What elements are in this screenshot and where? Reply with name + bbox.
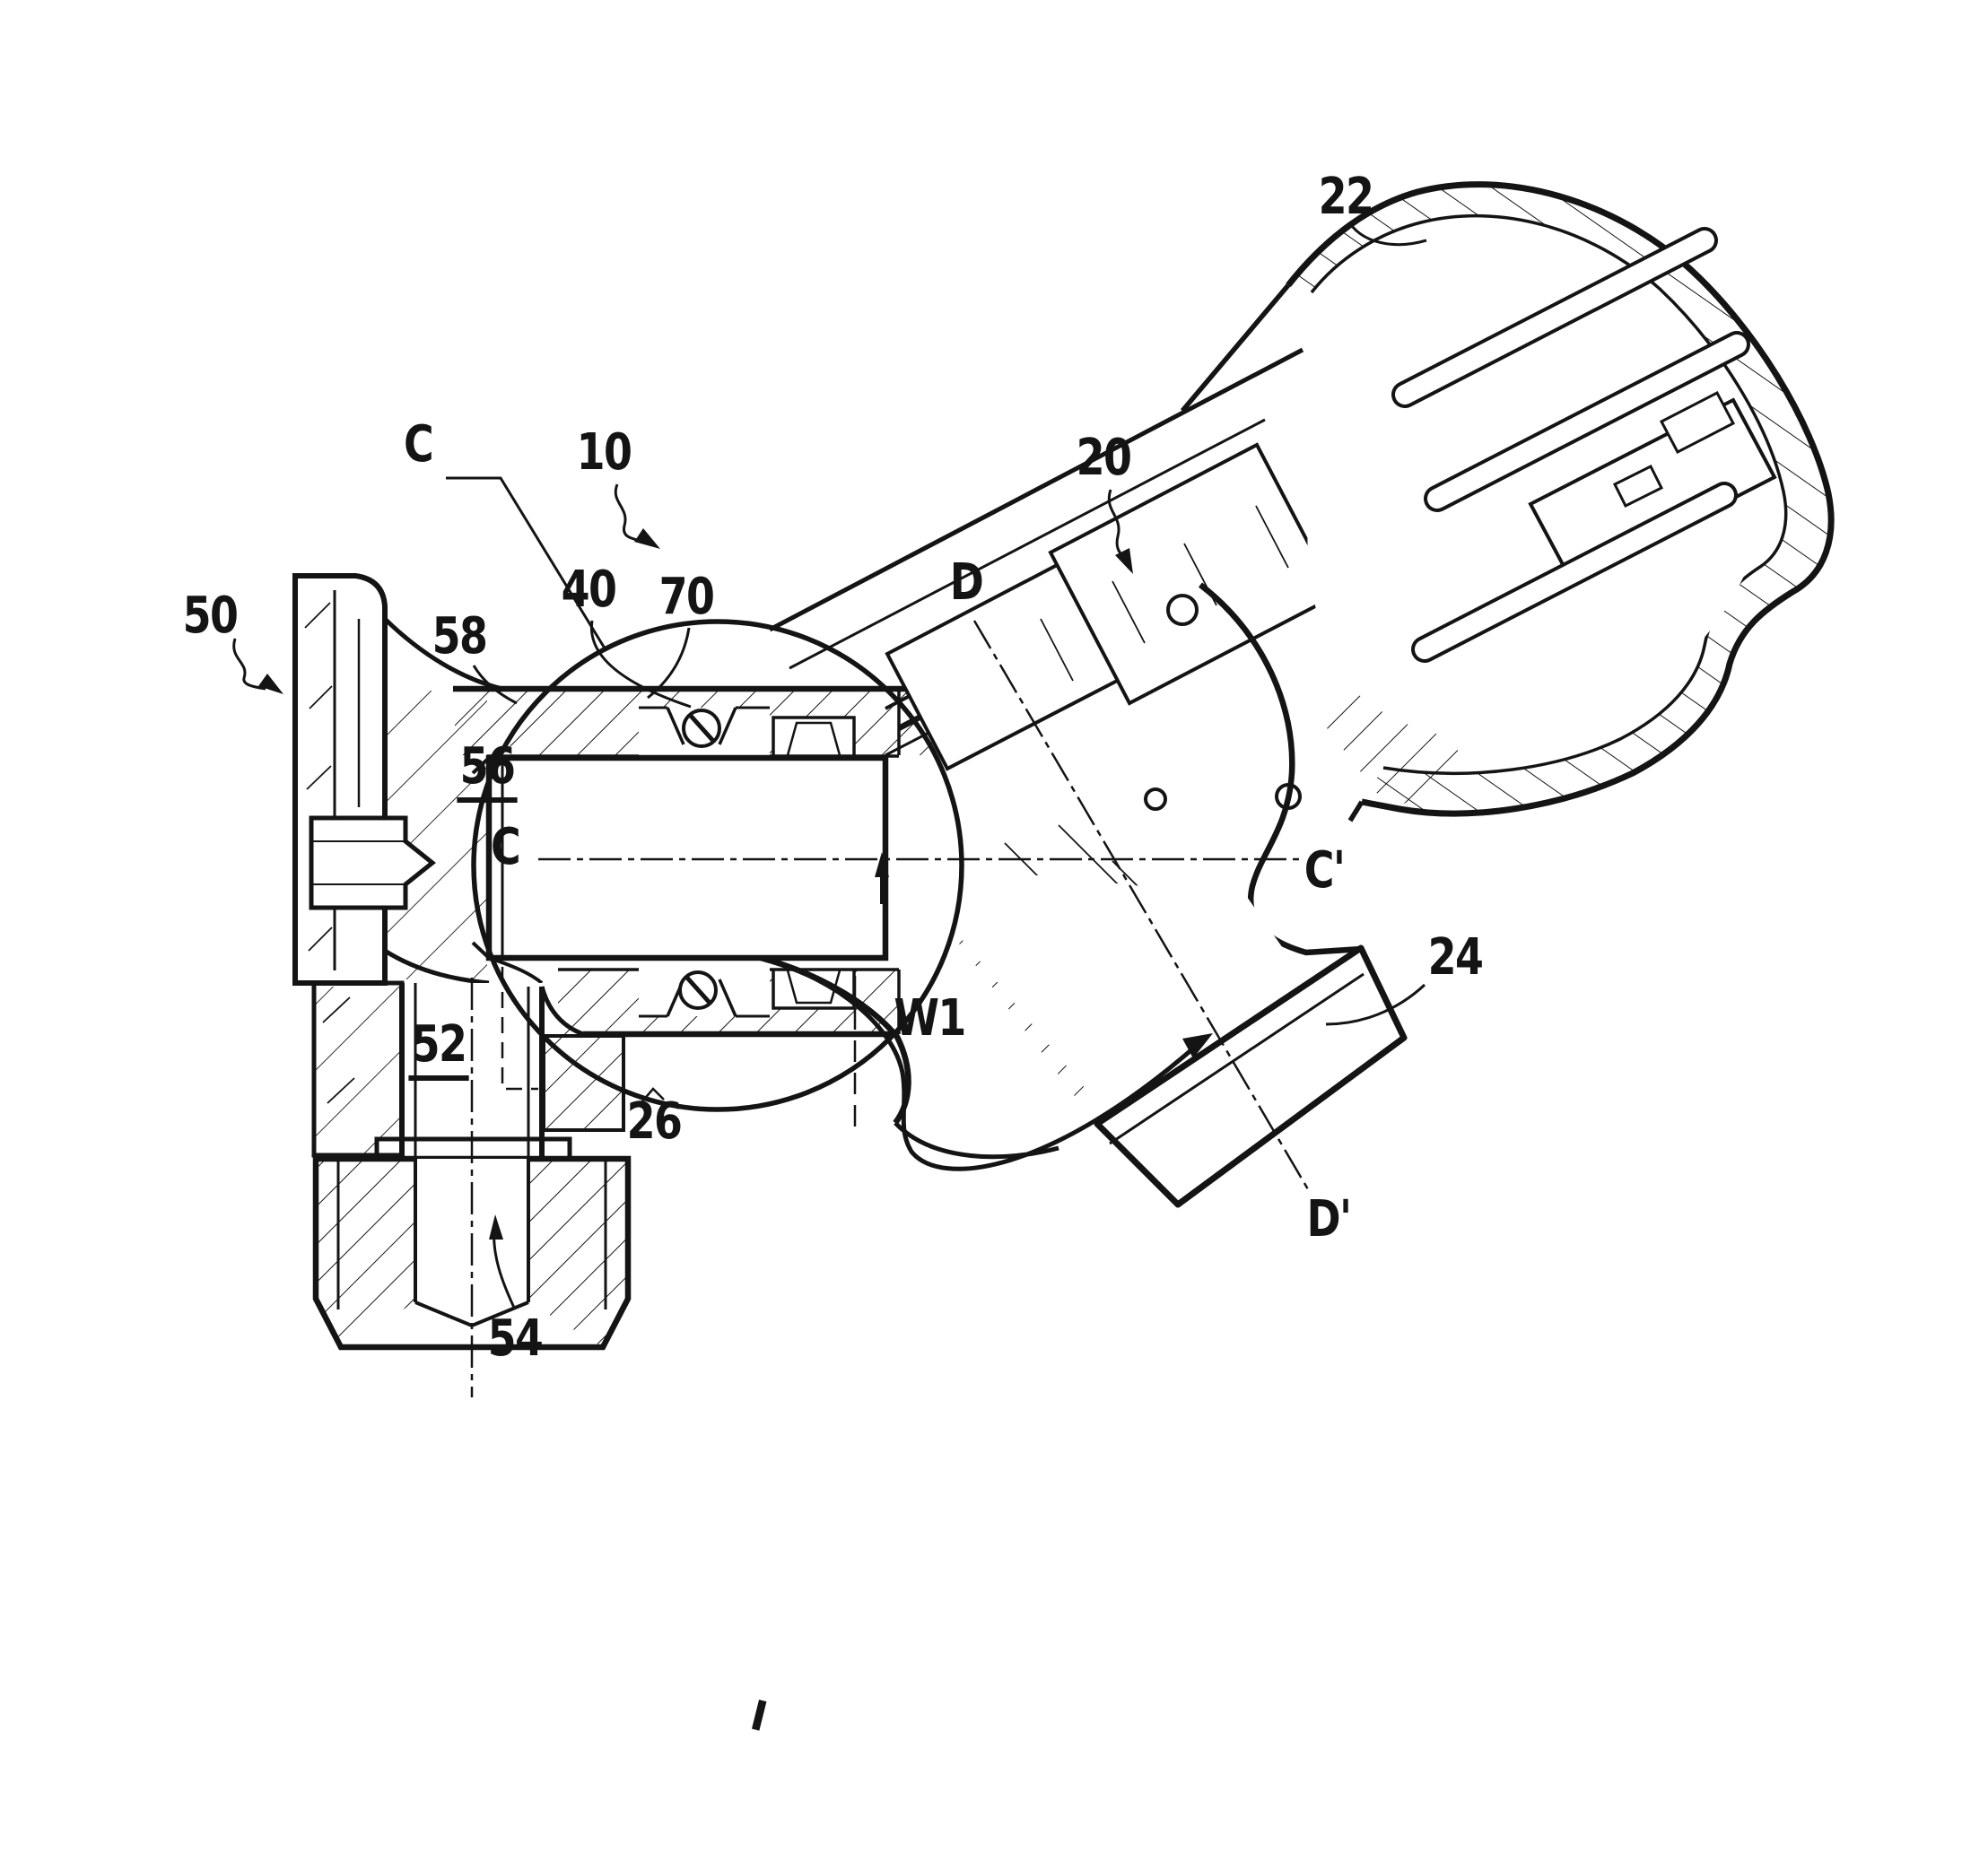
label-50: 50 [182,587,239,645]
rotation-arc-w1 [764,852,1213,1171]
male-connector-56 [471,754,889,985]
label-40: 40 [561,561,617,619]
label-58: 58 [432,607,488,666]
label-26: 26 [626,1092,683,1151]
label-20: 20 [1076,429,1132,487]
section-axis-dd [470,620,1310,1397]
o-ring-40 [678,709,721,1010]
drop-pipe-52 [399,967,625,1159]
label-w1: W1 [894,989,966,1048]
label-52: 52 [408,1020,469,1081]
leader-lines [232,222,1427,1310]
label-d-prime: D' [1306,1190,1353,1248]
label-56: 56 [457,742,518,803]
label-c-inner: C [490,818,521,876]
detail-circle-c [471,619,964,1112]
label-70: 70 [658,568,715,626]
label-22: 22 [1318,168,1374,226]
label-c-prime: C' [1304,841,1346,900]
label-d: D [949,553,984,612]
label-10: 10 [576,423,632,482]
label-24: 24 [1427,928,1484,987]
outlet-port-24 [894,861,1408,1208]
label-54: 54 [487,1309,544,1368]
label-c-detail: C [403,415,434,474]
handle-knob-22 [1180,181,1835,822]
